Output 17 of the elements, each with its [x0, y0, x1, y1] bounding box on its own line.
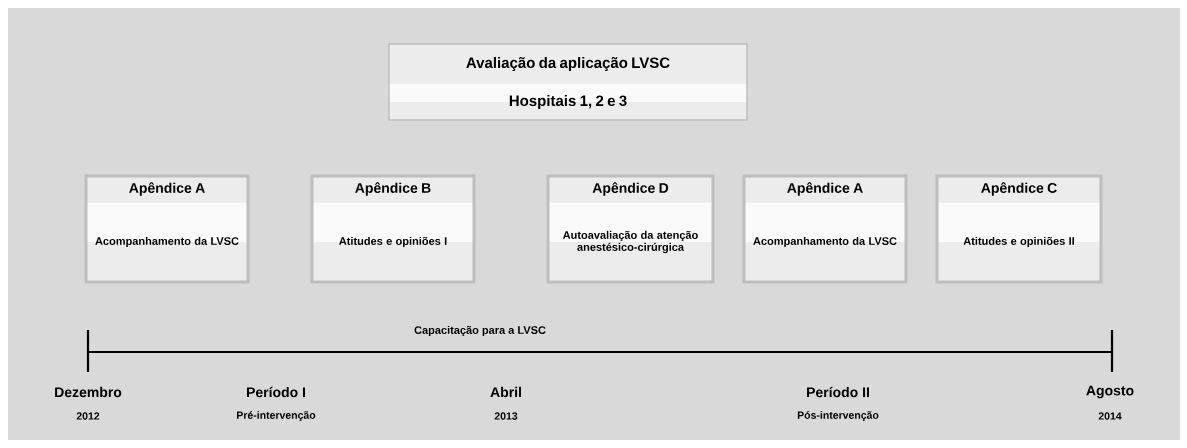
timeline-label: 2012 — [76, 412, 100, 420]
appendix-box: Apêndice C Atitudes e opiniões II — [935, 174, 1103, 284]
bar-label: Capacitação para a LVSC — [414, 325, 546, 337]
timeline-label: Período II — [807, 386, 869, 398]
title-box: Avaliação da aplicação LVSC Hospitais 1, 2 e 3 — [388, 43, 748, 121]
timeline-label: 2014 — [1098, 412, 1122, 420]
timeline-label: Abril — [490, 386, 521, 398]
appendix-box: Apêndice D Autoavaliação da atenção anestésico-cirúrgica — [546, 174, 715, 284]
appendix-box: Apêndice A Acompanhamento da LVSC — [84, 174, 250, 284]
timeline-label: Período I — [247, 386, 305, 398]
appendix-box: Apêndice A Acompanhamento da LVSC — [742, 174, 908, 284]
appendix-box: Apêndice B Atitudes e opiniões I — [310, 174, 476, 284]
timeline-label: 2013 — [494, 412, 518, 420]
timeline-label: Pós-intervenção — [797, 411, 879, 421]
timeline-label: Dezembro — [55, 386, 122, 398]
timeline-label: Agosto — [1086, 385, 1134, 399]
timeline-label: Pré-intervenção — [237, 411, 316, 421]
